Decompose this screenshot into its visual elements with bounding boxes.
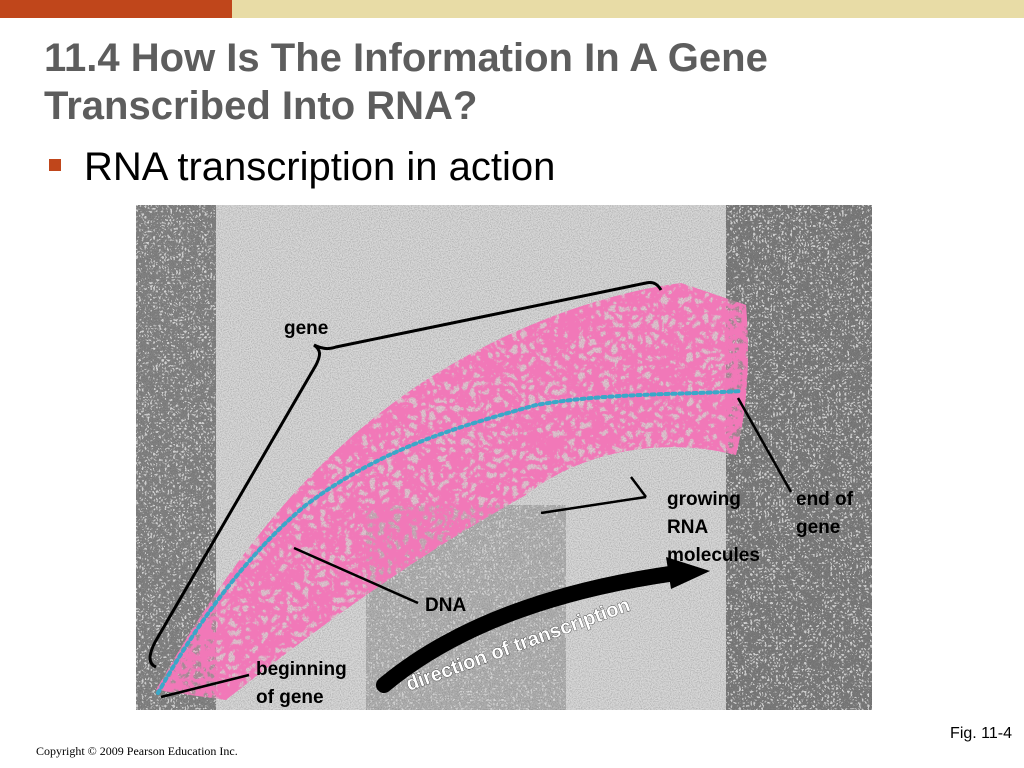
copyright-notice: Copyright © 2009 Pearson Education Inc. [36,744,238,758]
end-of-gene-leader [736,397,793,493]
header-bar-accent [0,0,232,18]
dna-leader [293,546,419,605]
bullet-text: RNA transcription in action [84,145,556,189]
label-beginning: beginning [256,659,347,680]
direction-arrow [376,557,710,693]
label-gene: gene [284,318,328,339]
label-rna: RNA [667,517,708,538]
header-bar [232,0,1024,18]
beginning-leader [160,673,250,699]
label-end-of: end of [796,489,854,510]
bullet-square-icon [49,159,61,171]
label-dna: DNA [425,595,466,616]
slide-title: 11.4 How Is The Information In A Gene Tr… [44,36,768,128]
label-growing: growing [667,489,741,510]
growing-rna-leader [540,495,647,515]
label-end-gene: gene [796,517,840,538]
label-of-gene: of gene [256,687,324,708]
figure-number: Fig. 11-4 [950,725,1012,742]
micrograph-figure: gene growing RNA molecules end of gene D… [136,205,872,710]
dna-strand [156,389,743,695]
gene-bracket [148,281,663,669]
label-molecules: molecules [667,545,760,566]
